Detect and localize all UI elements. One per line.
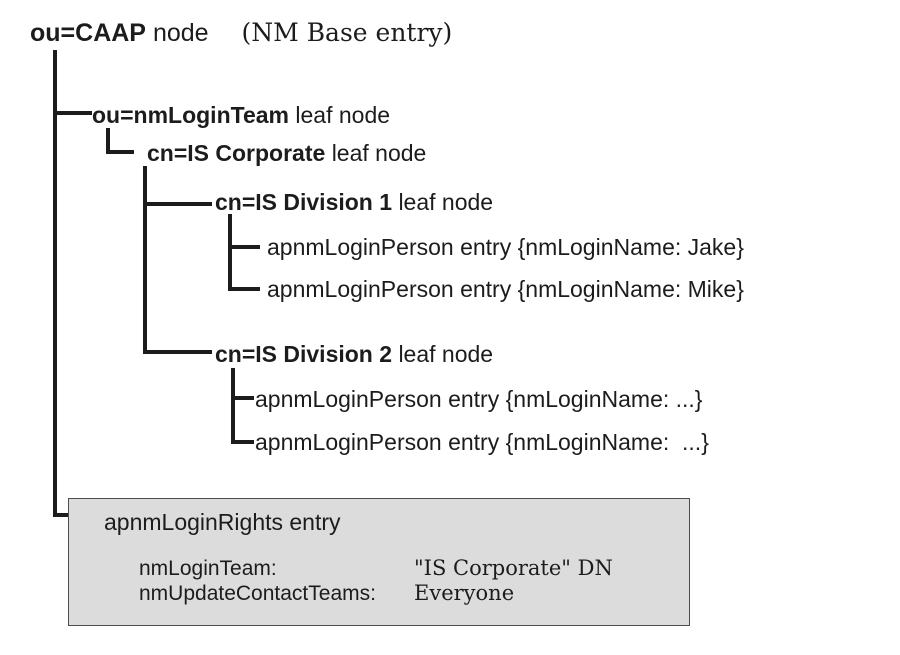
tree-line-branch-person-jake — [228, 245, 260, 249]
tree-line-branch-person-other-1 — [231, 396, 254, 400]
tree-line-branch-person-mike — [228, 287, 260, 291]
tree-line-branch-division-1 — [143, 202, 212, 206]
tree-line-division-2-vertical — [231, 368, 235, 444]
node-type-is-division-2: leaf node — [398, 341, 494, 367]
node-name-is-corporate: cn=IS Corporate — [147, 140, 326, 166]
attribute-row-nmupdatecontactteams: nmUpdateContactTeams: Everyone — [139, 581, 613, 606]
node-row-nmloginteam: ou=nmLoginTeam leaf node — [92, 102, 390, 128]
tree-line-corporate-vertical — [143, 166, 147, 354]
rights-entry-box: apnmLoginRights entry nmLoginTeam: "IS C… — [68, 498, 690, 626]
attribute-value-nmloginteam: "IS Corporate" DN — [414, 556, 613, 580]
tree-line-branch-rights-box — [53, 513, 70, 517]
tree-line-branch-nmloginteam — [53, 111, 92, 115]
node-row-is-division-2: cn=IS Division 2 leaf node — [215, 341, 493, 367]
tree-line-branch-person-other-2 — [231, 440, 254, 444]
node-name-is-division-2: cn=IS Division 2 — [215, 341, 393, 367]
node-row-is-division-1: cn=IS Division 1 leaf node — [215, 189, 493, 215]
node-type-is-corporate: leaf node — [331, 140, 427, 166]
tree-line-elbow-corporate-vertical — [106, 128, 110, 154]
root-node-type: node — [152, 19, 209, 47]
rights-box-title: apnmLoginRights entry — [104, 509, 341, 535]
node-name-is-division-1: cn=IS Division 1 — [215, 189, 393, 215]
root-node-annotation: (NM Base entry) — [241, 18, 453, 47]
node-row-is-corporate: cn=IS Corporate leaf node — [147, 140, 426, 166]
person-entry-jake: apnmLoginPerson entry {nmLoginName: Jake… — [267, 234, 744, 260]
rights-attributes: nmLoginTeam: "IS Corporate" DN nmUpdateC… — [139, 556, 613, 606]
node-type-is-division-1: leaf node — [398, 189, 494, 215]
person-entry-mike: apnmLoginPerson entry {nmLoginName: Mike… — [267, 276, 744, 302]
tree-line-division-1-vertical — [228, 214, 232, 291]
person-entry-other-1: apnmLoginPerson entry {nmLoginName: ...} — [255, 386, 703, 412]
tree-line-root-vertical — [53, 50, 57, 517]
root-node-row: ou=CAAP node (NM Base entry) — [30, 18, 453, 48]
attribute-name-nmupdatecontactteams: nmUpdateContactTeams: — [139, 582, 376, 605]
person-entry-other-2: apnmLoginPerson entry {nmLoginName: ...} — [255, 429, 709, 455]
attribute-row-nmloginteam: nmLoginTeam: "IS Corporate" DN — [139, 556, 613, 581]
attribute-value-nmupdatecontactteams: Everyone — [414, 581, 515, 605]
tree-line-elbow-corporate-horizontal — [106, 150, 134, 154]
attribute-name-nmloginteam: nmLoginTeam: — [139, 557, 277, 580]
node-name-nmloginteam: ou=nmLoginTeam — [92, 102, 289, 128]
root-node-name: ou=CAAP — [30, 19, 146, 47]
node-type-nmloginteam: leaf node — [295, 102, 391, 128]
tree-line-branch-division-2 — [143, 350, 212, 354]
